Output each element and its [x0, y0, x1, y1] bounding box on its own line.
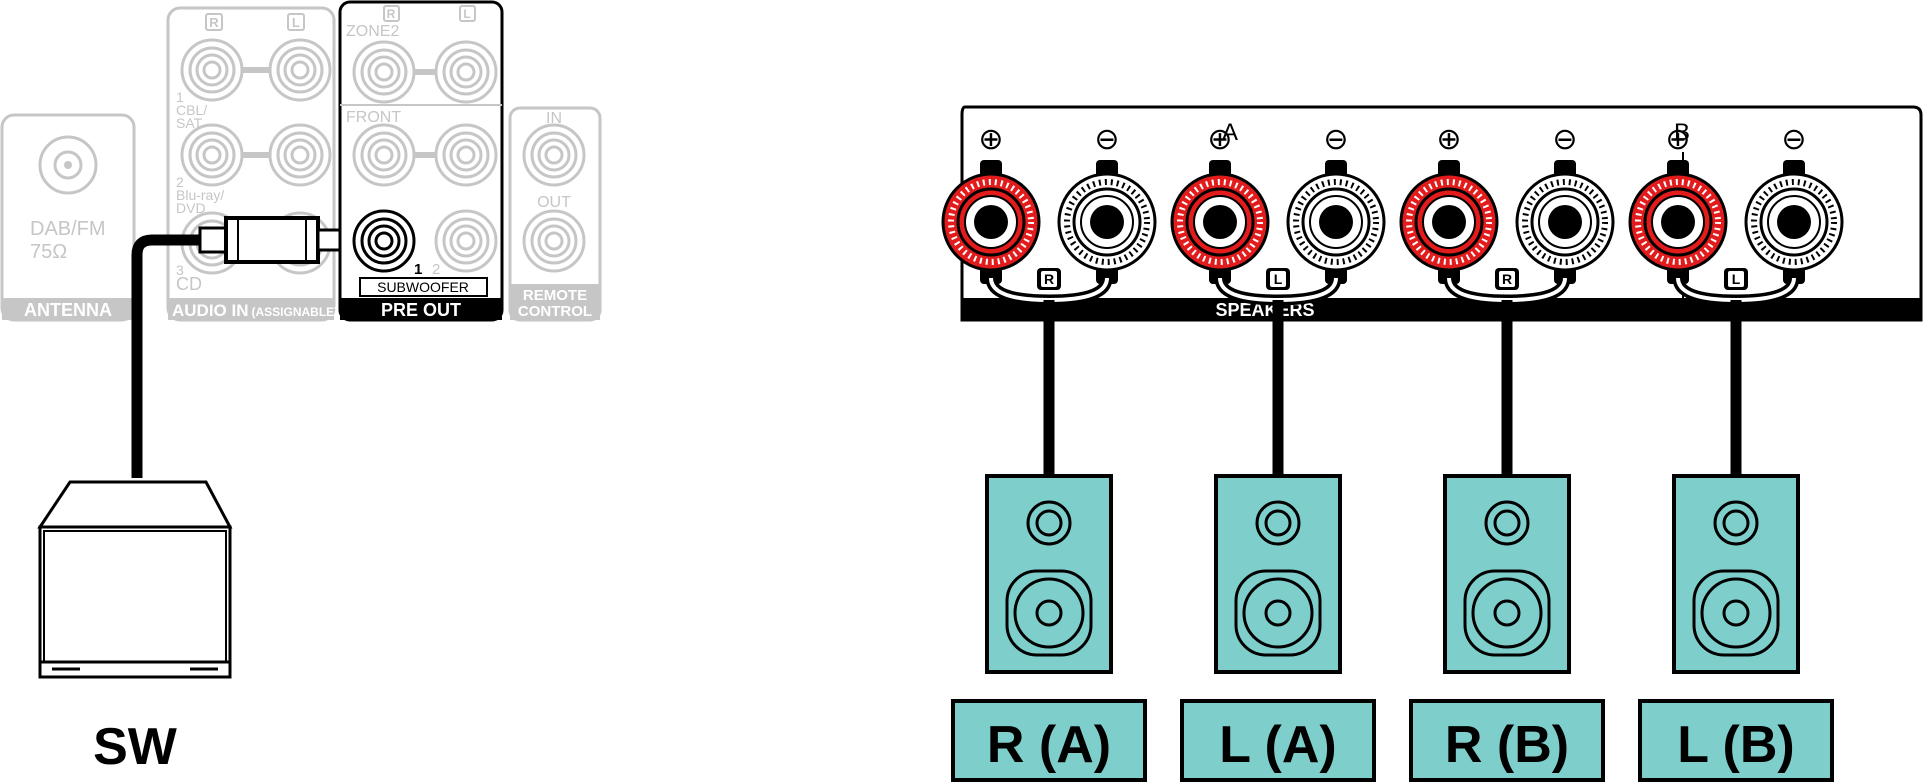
subwoofer-label: SUBWOOFER	[377, 279, 469, 295]
front-l-jack-icon	[434, 123, 498, 187]
negative-terminal[interactable]	[1515, 160, 1615, 284]
remote-control-panel: IN OUT REMOTE CONTROL	[508, 106, 602, 322]
remote-out-jack-icon	[522, 209, 586, 273]
channel-tag-label: L	[1732, 271, 1741, 287]
subwoofer-1-jack-icon	[352, 209, 416, 273]
speaker-terminal-pair: ⊕ ⊖ L	[1628, 122, 1844, 306]
subwoofer-1-number: 1	[414, 261, 422, 278]
subwoofer-2-number: 2	[432, 261, 440, 278]
audio-in-2-number: 2	[176, 174, 184, 190]
speaker-label: L (B)	[1638, 699, 1834, 782]
subwoofer-cable	[131, 216, 342, 478]
audio-in-1-label-2: SAT	[176, 115, 203, 131]
audio-in-3-number: 3	[176, 262, 184, 278]
positive-terminal[interactable]	[1628, 160, 1728, 284]
speaker-icon	[985, 474, 1113, 674]
audio-in-1-l-jack-icon	[268, 38, 332, 102]
plus-icon: ⊕	[1665, 122, 1690, 157]
antenna-impedance-label: 75Ω	[30, 241, 67, 263]
channel-tag-label: R	[1502, 271, 1512, 287]
front-r-jack-icon	[352, 123, 416, 187]
zone2-l-jack-icon	[434, 40, 498, 104]
speaker-label-text: R (B)	[1445, 716, 1569, 774]
audio-in-3-label: CD	[176, 274, 202, 294]
audio-in-l-tag: L	[292, 15, 300, 30]
audio-in-1-r-jack-icon	[180, 38, 244, 102]
remote-out-label: OUT	[537, 194, 571, 211]
audio-in-2-l-jack-icon	[268, 123, 332, 187]
audio-in-1-number: 1	[176, 89, 184, 105]
subwoofer-2-jack-icon	[434, 209, 498, 273]
positive-terminal[interactable]	[1170, 160, 1270, 284]
speaker-terminal-panel: A B SPEAKERS ⊕⊖R⊕⊖L⊕⊖R⊕⊖L	[941, 105, 1923, 322]
pre-out-panel: R L ZONE2 FRONT 1 2 SUBWOOFER PRE OUT	[338, 0, 504, 322]
remote-footer-label-2: CONTROL	[518, 303, 592, 320]
subwoofer-label-sw: SW	[93, 718, 178, 776]
channel-tag: L	[1724, 268, 1748, 290]
group-a-label: A	[1222, 119, 1238, 146]
speaker-icon	[1443, 474, 1571, 674]
remote-in-label: IN	[546, 110, 562, 127]
audio-in-panel: R L 1 CBL/ SAT 2 Blu-ray/ DVD 3 CD AUDIO…	[166, 6, 338, 322]
pre-out-r-tag: R	[387, 7, 396, 21]
negative-terminal[interactable]	[1286, 160, 1386, 284]
speaker-terminal-pair: ⊕ ⊖ R	[1399, 122, 1615, 306]
audio-in-r-tag: R	[209, 15, 219, 30]
front-label: FRONT	[346, 109, 401, 126]
zone2-label: ZONE2	[346, 23, 399, 40]
speaker-label: R (A)	[951, 699, 1147, 782]
speaker-terminal-pair: ⊕ ⊖ R	[941, 122, 1157, 306]
speaker-label-text: L (A)	[1219, 716, 1336, 774]
speaker-label-text: R (A)	[987, 716, 1111, 774]
minus-icon: ⊖	[1552, 122, 1577, 157]
group-b-label: B	[1674, 119, 1690, 146]
channel-tag-label: R	[1044, 271, 1054, 287]
audio-in-2-label-2: DVD	[176, 200, 206, 216]
pre-out-l-tag: L	[463, 7, 470, 21]
channel-tag: L	[1266, 268, 1290, 290]
antenna-jack-label: DAB/FM	[30, 218, 106, 240]
plus-icon: ⊕	[1436, 122, 1461, 157]
plus-icon: ⊕	[978, 122, 1003, 157]
speaker-terminal-pair: ⊕ ⊖ L	[1170, 122, 1386, 306]
speaker-icon	[1672, 474, 1800, 674]
antenna-panel: DAB/FM 75Ω ANTENNA	[0, 113, 136, 322]
speaker-label: L (A)	[1180, 699, 1376, 782]
speaker-icon	[1214, 474, 1342, 674]
audio-in-2-r-jack-icon	[180, 123, 244, 187]
audio-in-1-label: CBL/	[176, 102, 207, 118]
plus-icon: ⊕	[1207, 122, 1232, 157]
audio-in-2-label: Blu-ray/	[176, 187, 224, 203]
minus-icon: ⊖	[1323, 122, 1348, 157]
minus-icon: ⊖	[1094, 122, 1119, 157]
minus-icon: ⊖	[1781, 122, 1806, 157]
positive-terminal[interactable]	[1399, 160, 1499, 284]
subwoofer-icon	[37, 480, 233, 679]
speaker-label-text: L (B)	[1677, 716, 1794, 774]
negative-terminal[interactable]	[1744, 160, 1844, 284]
channel-tag: R	[1495, 268, 1519, 290]
pre-out-footer-label: PRE OUT	[381, 300, 461, 320]
positive-terminal[interactable]	[941, 160, 1041, 284]
antenna-footer-label: ANTENNA	[24, 300, 112, 320]
audio-in-footer-label: AUDIO IN(ASSIGNABLE)	[172, 301, 338, 320]
speaker-label: R (B)	[1409, 699, 1605, 782]
negative-terminal[interactable]	[1057, 160, 1157, 284]
remote-footer-label-1: REMOTE	[523, 287, 587, 304]
channel-tag: R	[1037, 268, 1061, 290]
remote-in-jack-icon	[522, 123, 586, 187]
channel-tag-label: L	[1274, 271, 1283, 287]
zone2-r-jack-icon	[352, 40, 416, 104]
